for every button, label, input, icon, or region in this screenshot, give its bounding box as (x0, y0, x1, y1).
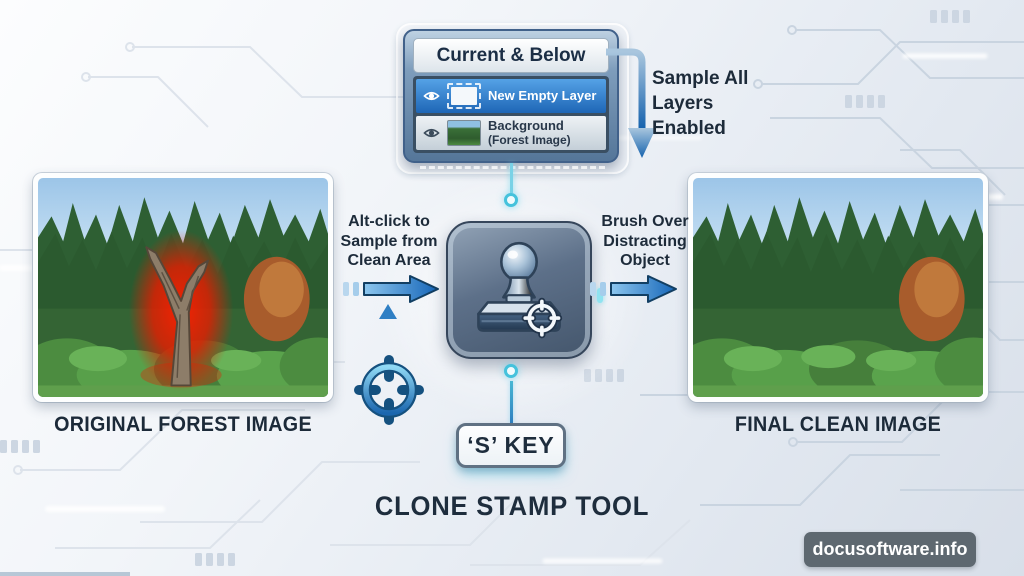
new-layer-thumbnail (447, 83, 481, 109)
stamp-crosshair-icon (521, 297, 563, 339)
layer-subname: (Forest Image) (488, 132, 571, 147)
arrow-right-icon (590, 275, 677, 303)
final-image-label: FINAL CLEAN IMAGE (734, 413, 942, 436)
layers-panel: Current & Below New Empty Layer Backgrou… (403, 29, 619, 163)
connector-line-bottom (510, 381, 513, 424)
layer-name: Background (488, 117, 564, 133)
watermark-text: docusoftware.info (812, 539, 968, 559)
eye-icon[interactable] (423, 89, 440, 103)
watermark-badge: docusoftware.info (804, 532, 976, 567)
page-title: CLONE STAMP TOOL (374, 491, 650, 521)
connector-node (504, 193, 518, 207)
background-thumbnail (447, 120, 481, 146)
blend-mode-header[interactable]: Current & Below (413, 38, 609, 73)
brush-over-note: Brush Over Distracting Object (601, 213, 689, 270)
arrow-down-icon (606, 48, 656, 158)
original-image-label: ORIGINAL FOREST IMAGE (54, 413, 312, 436)
arrow-up-icon (379, 304, 397, 348)
highlighted-dead-tree (128, 229, 234, 392)
s-key-button[interactable]: ‘S’ KEY (456, 423, 566, 468)
clone-stamp-icon[interactable] (446, 221, 592, 359)
layer-row-background[interactable]: Background (Forest Image) (416, 116, 606, 150)
connector-node (504, 364, 518, 378)
layer-row-new-empty[interactable]: New Empty Layer (416, 79, 606, 113)
sample-all-layers-note: Sample All Layers Enabled (652, 68, 749, 140)
arrow-right-icon (343, 275, 439, 303)
original-forest-image (33, 173, 333, 402)
bottom-edge-decoration (0, 572, 130, 576)
cyan-tick-decoration (597, 288, 603, 303)
s-key-label: ‘S’ KEY (467, 432, 555, 458)
eye-icon[interactable] (423, 126, 440, 140)
crosshair-icon (354, 355, 424, 425)
alt-click-note: Alt-click to Sample from Clean Area (340, 213, 438, 270)
blend-mode-label: Current & Below (436, 44, 586, 66)
connector-line-top (510, 163, 513, 193)
layer-name: New Empty Layer (488, 87, 597, 103)
layers-list: New Empty Layer Background (Forest Image… (413, 76, 609, 153)
final-clean-image (688, 173, 988, 402)
